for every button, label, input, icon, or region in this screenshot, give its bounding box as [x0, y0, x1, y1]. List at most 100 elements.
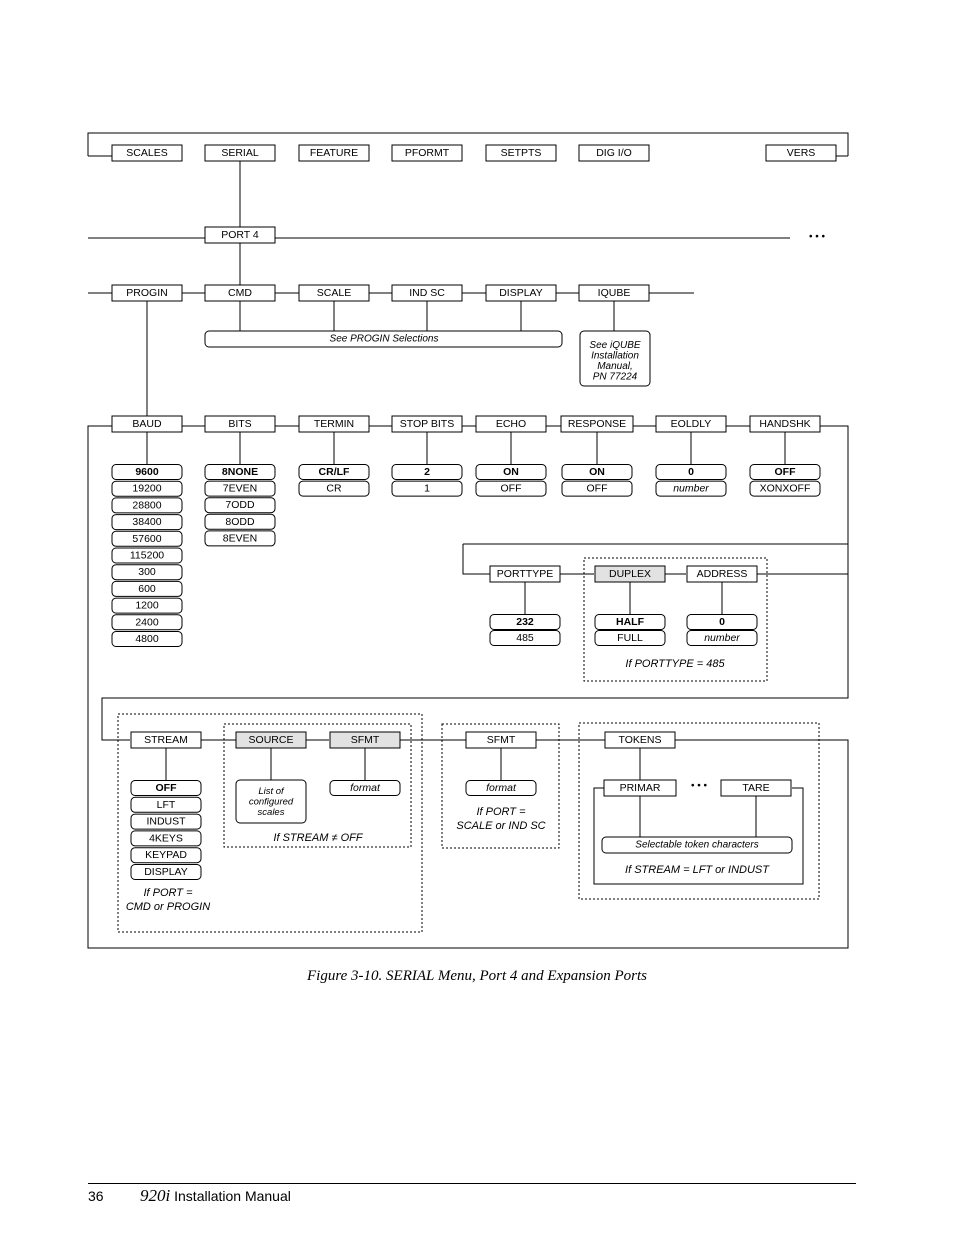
- menu-dig-i-o-box: [578, 144, 650, 162]
- footer-rule: [88, 1183, 856, 1184]
- stream-option-keypad-label: KEYPAD: [145, 849, 187, 861]
- menu-eoldly-option-number-label: number: [673, 483, 709, 495]
- stream-option-4keys-label: 4KEYS: [149, 832, 183, 844]
- menu-handshk-option-off-label: OFF: [775, 466, 797, 478]
- menu-stop-bits-option-1-label: 1: [424, 483, 430, 495]
- stream-option-4keys-box: [130, 830, 202, 847]
- duplex-option-full-label: FULL: [617, 632, 643, 644]
- porttype-option-232-box: [489, 614, 561, 630]
- stream-option-keypad-box: [130, 847, 202, 864]
- token-characters-note: Selectable token characters: [635, 840, 758, 851]
- menu-baud-option-2400-box: [111, 614, 183, 631]
- menu-bits-option-7odd-label: 7ODD: [225, 499, 255, 511]
- menu-ind-sc-label: IND SC: [409, 287, 445, 299]
- porttype-loop-line: [462, 544, 490, 575]
- menu-address-label: ADDRESS: [697, 568, 748, 580]
- menu-setpts-label: SETPTS: [501, 147, 542, 159]
- menu-baud-option-28800-label: 28800: [132, 499, 161, 511]
- menu-bits-label: BITS: [228, 418, 251, 430]
- menu-baud-option-19200-box: [111, 480, 183, 497]
- menu-baud-option-28800-box: [111, 497, 183, 514]
- if-port-scale-note: If PORT =: [476, 806, 526, 818]
- menu-eoldly-option-number-box: [655, 480, 727, 497]
- stream-option-lft-box: [130, 796, 202, 813]
- source-note-text: List of: [258, 786, 285, 797]
- menu-baud-option-115200-box: [111, 547, 183, 564]
- figure-caption: Figure 3-10. SERIAL Menu, Port 4 and Exp…: [307, 968, 647, 984]
- sfmt-scale-group: [441, 723, 560, 849]
- stream-not-off-group: [223, 723, 412, 848]
- menu-vers-label: VERS: [787, 147, 816, 159]
- tokens-loop-line: [593, 787, 804, 885]
- if-port-cmd-note: If PORT =: [143, 887, 193, 899]
- menu-echo-option-on-box: [475, 464, 547, 480]
- menu-duplex-label: DUPLEX: [609, 568, 651, 580]
- porttype-485-group: [583, 557, 768, 682]
- if-stream-note: If STREAM ≠ OFF: [273, 832, 363, 844]
- menu-termin-option-cr-box: [298, 480, 370, 497]
- menu-response-label: RESPONSE: [568, 418, 626, 430]
- address-option-number-label: number: [704, 632, 740, 644]
- menu-scales-label: SCALES: [126, 147, 167, 159]
- menu-response-option-on-box: [561, 464, 633, 480]
- menu-termin-label: TERMIN: [314, 418, 354, 430]
- menu-baud-option-300-box: [111, 564, 183, 581]
- menu-display-label: DISPLAY: [499, 287, 543, 299]
- stream-option-off-label: OFF: [156, 782, 178, 794]
- menu-baud-option-600-label: 600: [138, 583, 156, 595]
- iqube-note-text: Installation: [591, 350, 639, 361]
- menu-primar-label: PRIMAR: [620, 782, 661, 794]
- menu-bits-option-8even-label: 8EVEN: [223, 532, 257, 544]
- menu-baud-option-57600-label: 57600: [132, 533, 161, 545]
- source-note-text: scales: [258, 807, 285, 818]
- if-port-scale-note: SCALE or IND SC: [456, 820, 545, 832]
- menu-dig-i-o-label: DIG I/O: [596, 147, 632, 159]
- menu-pformt-box: [391, 144, 463, 162]
- stream-option-indust-box: [130, 813, 202, 830]
- menu-baud-option-600-box: [111, 580, 183, 597]
- menu-feature-box: [298, 144, 370, 162]
- menu-bits-option-8odd-label: 8ODD: [225, 516, 255, 528]
- porttype-option-485-label: 485: [516, 632, 534, 644]
- tokens-ellipsis: • • •: [691, 781, 708, 792]
- menu-stop-bits-label: STOP BITS: [400, 418, 454, 430]
- source-note-text: configured: [249, 797, 294, 808]
- token-characters-box: [601, 836, 793, 854]
- menu-baud-option-38400-box: [111, 514, 183, 531]
- menu-stop-bits-option-2-label: 2: [424, 466, 430, 478]
- stream-group: [117, 713, 423, 933]
- menu-bits-option-7odd-box: [204, 497, 276, 514]
- stream-option-lft-label: LFT: [157, 799, 176, 811]
- manual-title: Installation Manual: [170, 1188, 291, 1204]
- menu-porttype-label: PORTTYPE: [497, 568, 553, 580]
- menu-bits-option-8even-box: [204, 530, 276, 547]
- address-option-0-box: [686, 614, 758, 630]
- duplex-option-half-label: HALF: [616, 616, 645, 628]
- menu-handshk-label: HANDSHK: [759, 418, 810, 430]
- sfmt-scale-format-label: format: [486, 782, 517, 794]
- menu-handshk-option-xonxoff-label: XONXOFF: [760, 483, 811, 495]
- menu-progin-label: PROGIN: [126, 287, 167, 299]
- menu-feature-label: FEATURE: [310, 147, 358, 159]
- menu-baud-option-19200-label: 19200: [132, 483, 161, 495]
- tokens-group: [578, 722, 820, 900]
- menu-baud-option-57600-box: [111, 530, 183, 547]
- menu-bits-option-8none-label: 8NONE: [222, 466, 258, 478]
- menu-baud-option-1200-label: 1200: [135, 600, 159, 612]
- menu-serial-label: SERIAL: [221, 147, 259, 159]
- iqube-note-box: [579, 330, 651, 387]
- menu-echo-label: ECHO: [496, 418, 526, 430]
- menu-scales-box: [111, 144, 183, 162]
- menu-handshk-option-off-box: [749, 464, 821, 480]
- menu-port-4-label: PORT 4: [221, 229, 259, 241]
- if-porttype-note: If PORTTYPE = 485: [625, 658, 725, 670]
- porttype-option-485-box: [489, 630, 561, 646]
- outer-loop-frame: [87, 425, 849, 949]
- iqube-note-text: See iQUBE: [589, 340, 640, 351]
- stream-option-off-box: [130, 780, 202, 796]
- menu-tokens-label: TOKENS: [619, 734, 662, 746]
- menu-termin-option-cr-label: CR: [326, 483, 342, 495]
- menu-eoldly-option-0-box: [655, 464, 727, 480]
- menu-response-option-off-label: OFF: [587, 483, 608, 495]
